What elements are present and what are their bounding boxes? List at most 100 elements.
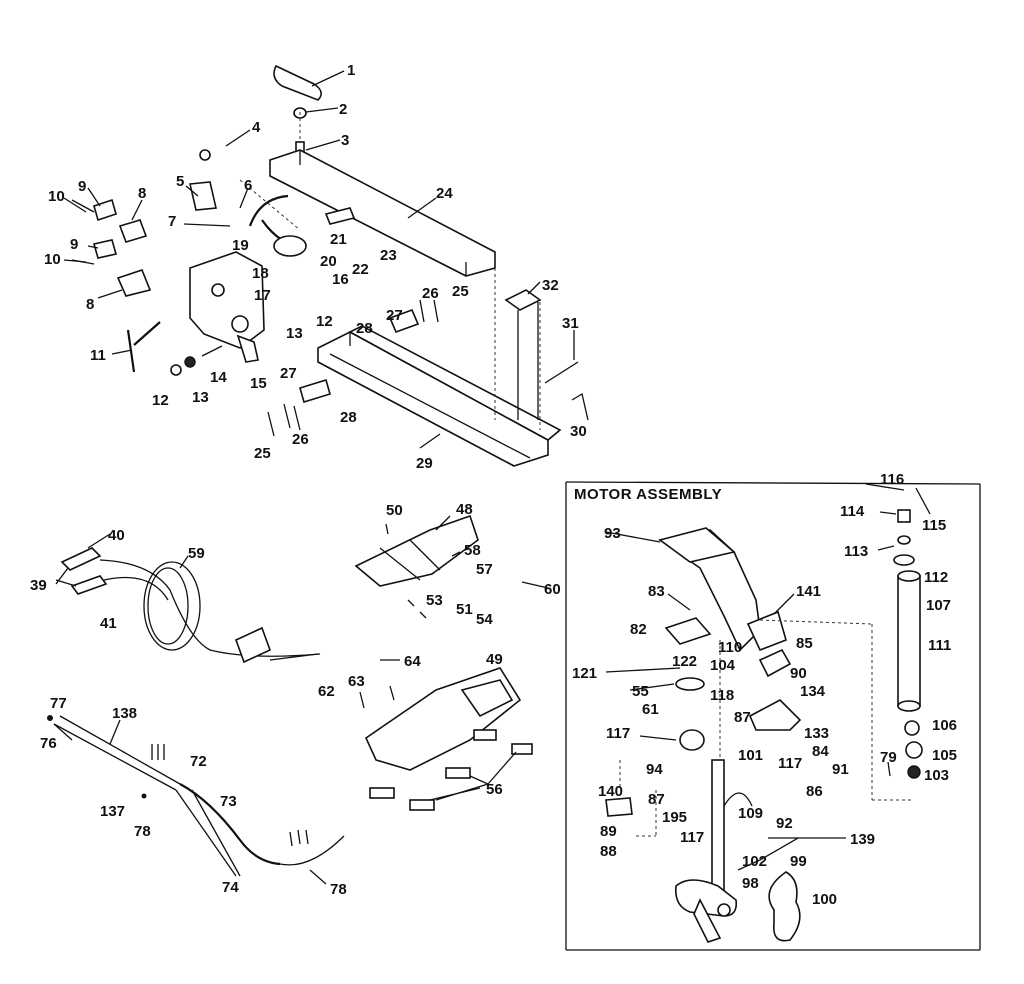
control-cable-assembly	[47, 715, 345, 885]
part-label: 10	[44, 251, 61, 268]
part-label: 27	[280, 365, 297, 382]
part-label: 62	[318, 683, 335, 700]
part-label: 4	[252, 119, 261, 136]
part-label: 49	[486, 651, 503, 668]
part-label: 112	[924, 569, 948, 586]
part-label: 24	[436, 185, 453, 202]
part-label: 48	[456, 501, 473, 518]
motor-assembly	[565, 481, 981, 951]
part-label: 90	[790, 665, 807, 682]
part-label: 12	[152, 392, 169, 409]
part-label: 87	[734, 709, 751, 726]
part-label: 73	[220, 793, 237, 810]
part-label: 11	[90, 347, 106, 364]
part-label: 101	[738, 747, 763, 764]
part-label: 61	[642, 701, 659, 718]
part-label: 104	[710, 657, 736, 674]
part-label: 41	[100, 615, 117, 632]
motor-assembly-title: MOTOR ASSEMBLY	[574, 486, 722, 503]
part-label: 140	[598, 783, 623, 800]
part-label: 137	[100, 803, 125, 820]
part-label: 107	[926, 597, 951, 614]
part-label: 20	[320, 253, 337, 270]
part-label: 141	[796, 583, 821, 600]
part-label: 118	[710, 687, 734, 704]
part-label: 100	[812, 891, 837, 908]
part-label: 114	[840, 503, 865, 520]
part-label: 56	[486, 781, 503, 798]
part-label: 60	[544, 581, 561, 598]
part-label: 3	[341, 132, 349, 149]
part-label: 8	[138, 185, 146, 202]
part-label: 54	[476, 611, 493, 628]
part-label: 6	[244, 177, 252, 194]
part-label: 138	[112, 705, 137, 722]
part-label: 5	[176, 173, 184, 190]
leader-lines	[53, 70, 905, 839]
part-label: 25	[254, 445, 271, 462]
part-label: 31	[562, 315, 579, 332]
part-label: 105	[932, 747, 957, 764]
part-label: 195	[662, 809, 687, 826]
middle-housing-assembly	[60, 514, 549, 811]
part-label: 94	[646, 761, 663, 778]
part-label: 134	[800, 683, 826, 700]
part-label: 10	[48, 188, 65, 205]
part-label: 29	[416, 455, 433, 472]
part-label: 39	[30, 577, 47, 594]
part-label: 26	[292, 431, 309, 448]
part-label: 113	[844, 543, 868, 560]
part-label: 76	[40, 735, 57, 752]
part-label: 9	[78, 178, 86, 195]
part-label: 21	[330, 231, 347, 248]
part-label: 93	[604, 525, 621, 542]
part-label: 58	[464, 542, 481, 559]
part-label: 79	[880, 749, 897, 766]
part-label: 82	[630, 621, 647, 638]
part-label: 102	[742, 853, 767, 870]
part-label: 78	[134, 823, 151, 840]
part-label: 99	[790, 853, 807, 870]
part-label: 89	[600, 823, 617, 840]
part-label: 23	[380, 247, 397, 264]
part-label: 92	[776, 815, 793, 832]
part-label: 88	[600, 843, 617, 860]
part-label: 85	[796, 635, 813, 652]
part-label: 63	[348, 673, 365, 690]
part-label: 32	[542, 277, 559, 294]
part-label: 15	[250, 375, 267, 392]
part-label: 13	[286, 325, 303, 342]
part-label: 22	[352, 261, 369, 278]
part-label: 117	[606, 725, 630, 742]
part-label: 17	[254, 287, 271, 304]
part-label: 86	[806, 783, 823, 800]
part-label: 139	[850, 831, 875, 848]
part-label: 28	[340, 409, 357, 426]
part-label: 110	[718, 639, 742, 656]
part-label: 116	[880, 471, 904, 488]
part-labels: MOTOR ASSEMBLY 1 2 3 4 5 6 7 8 9 10 9 10…	[30, 62, 957, 908]
part-label: 25	[452, 283, 469, 300]
part-label: 103	[924, 767, 949, 784]
part-label: 87	[648, 791, 665, 808]
part-label: 19	[232, 237, 249, 254]
part-label: 40	[108, 527, 125, 544]
part-label: 55	[632, 683, 649, 700]
part-label: 133	[804, 725, 829, 742]
part-label: 98	[742, 875, 759, 892]
part-label: 59	[188, 545, 205, 562]
part-label: 64	[404, 653, 421, 670]
part-label: 26	[422, 285, 439, 302]
part-label: 111	[928, 637, 951, 654]
part-label: 8	[86, 296, 94, 313]
part-label: 12	[316, 313, 333, 330]
part-label: 50	[386, 502, 403, 519]
part-label: 14	[210, 369, 227, 386]
part-label: 72	[190, 753, 207, 770]
part-label: 109	[738, 805, 763, 822]
part-label: 16	[332, 271, 349, 288]
part-label: 2	[339, 101, 347, 118]
part-label: 51	[456, 601, 473, 618]
part-label: 78	[330, 881, 347, 898]
